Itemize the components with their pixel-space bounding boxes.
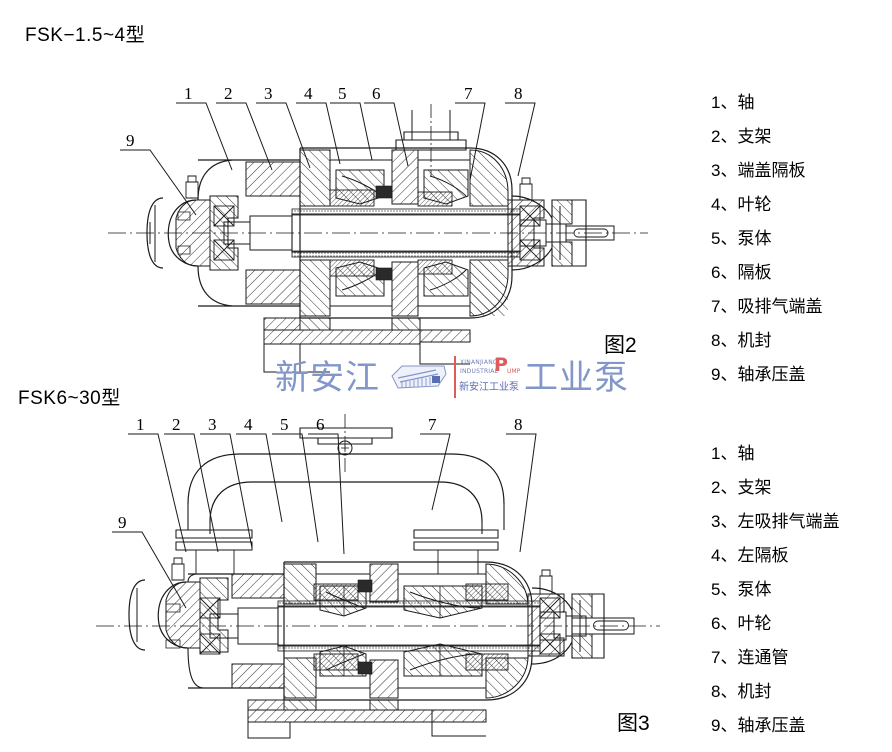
legend-item: 1、轴: [711, 93, 755, 112]
legend-item: 4、叶轮: [711, 195, 772, 214]
callout-6-fig3: 6: [316, 415, 325, 434]
figure-caption-2: 图2: [604, 334, 637, 357]
callout-5-fig2: 5: [338, 84, 347, 103]
callout-1-fig3: 1: [136, 415, 145, 434]
callout-5-fig3: 5: [280, 415, 289, 434]
callout-7-fig2: 7: [464, 84, 473, 103]
figure-caption-3: 图3: [617, 712, 650, 735]
pump-cross-section-diagram-1: 1 2 3 4 5 6 7 8 9: [108, 84, 648, 373]
pump-cross-section-diagram-2: 1 2 3 4 5 6 7 8 9: [96, 414, 660, 739]
parts-legend-fig2: 1、轴 2、支架 3、端盖隔板 4、叶轮 5、泵体 6、隔板 7、吸排气端盖 8…: [711, 86, 822, 392]
legend-item: 5、泵体: [711, 229, 772, 248]
legend-item: 7、连通管: [711, 648, 789, 667]
legend-item: 9、轴承压盖: [711, 365, 806, 384]
callout-8-fig3: 8: [514, 415, 523, 434]
legend-item: 2、支架: [711, 478, 772, 497]
legend-item: 8、机封: [711, 682, 772, 701]
legend-item: 5、泵体: [711, 580, 772, 599]
callout-3-fig2: 3: [264, 84, 273, 103]
parts-legend-fig3: 1、轴 2、支架 3、左吸排气端盖 4、左隔板 5、泵体 6、叶轮 7、连通管 …: [711, 437, 839, 743]
legend-item: 3、端盖隔板: [711, 161, 806, 180]
callout-9-fig2: 9: [126, 131, 135, 150]
legend-item: 7、吸排气端盖: [711, 297, 823, 316]
legend-item: 1、轴: [711, 444, 755, 463]
callout-3-fig3: 3: [208, 415, 217, 434]
callout-2-fig3: 2: [172, 415, 181, 434]
model-title-fsk-1-5-4: FSK−1.5~4型: [25, 25, 146, 46]
legend-item: 2、支架: [711, 127, 772, 146]
legend-item: 9、轴承压盖: [711, 716, 806, 735]
callout-1-fig2: 1: [184, 84, 193, 103]
callout-4-fig3: 4: [244, 415, 253, 434]
legend-item: 4、左隔板: [711, 546, 789, 565]
legend-item: 3、左吸排气端盖: [711, 512, 840, 531]
model-title-fsk-6-30: FSK6~30型: [18, 388, 121, 409]
legend-item: 6、叶轮: [711, 614, 772, 633]
callout-7-fig3: 7: [428, 415, 437, 434]
callout-9-fig3: 9: [118, 513, 127, 532]
legend-item: 8、机封: [711, 331, 772, 350]
legend-item: 6、隔板: [711, 263, 772, 282]
callout-8-fig2: 8: [514, 84, 523, 103]
callout-2-fig2: 2: [224, 84, 233, 103]
callout-6-fig2: 6: [372, 84, 381, 103]
callout-4-fig2: 4: [304, 84, 313, 103]
